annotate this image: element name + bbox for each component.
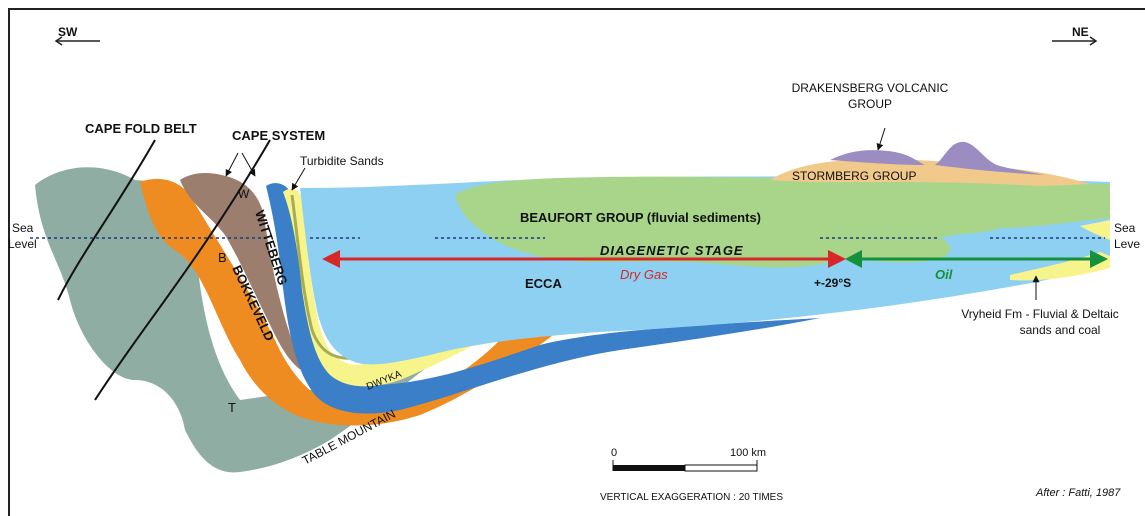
vertical-exaggeration-note: VERTICAL EXAGGERATION : 20 TIMES [600, 492, 783, 503]
scale-bar-start: 0 [611, 447, 617, 459]
oil-label: Oil [935, 267, 953, 282]
drakensberg-volcanic-layer-2 [935, 141, 1045, 175]
dry-gas-label: Dry Gas [620, 267, 668, 282]
sea-level-left-line1: Sea [12, 221, 34, 235]
turbidite-sands-label: Turbidite Sands [300, 154, 384, 168]
diagenetic-stage-label: DIAGENETIC STAGE [600, 243, 744, 258]
sea-level-right-line1: Sea [1114, 221, 1136, 235]
stormberg-label: STORMBERG GROUP [792, 169, 916, 183]
fault-line-2 [94, 139, 271, 401]
vryheid-label-line1: Vryheid Fm - Fluvial & Deltaic [961, 307, 1119, 321]
drakensberg-leader [876, 127, 886, 151]
turbidite-leader [291, 167, 306, 191]
stormberg-group-layer [770, 159, 1090, 186]
beaufort-group-layer [455, 176, 1110, 268]
drakensberg-label-line2: GROUP [848, 97, 892, 111]
oil-arrow-head-right [1090, 250, 1108, 268]
ne-label: NE [1072, 25, 1089, 39]
cape-system-label: CAPE SYSTEM [232, 128, 325, 143]
beaufort-label: BEAUFORT GROUP (fluvial sediments) [520, 210, 761, 225]
oil-arrow-head-left [845, 250, 862, 268]
bokkeveld-layer [140, 178, 560, 426]
ecca-label: ECCA [525, 276, 562, 291]
sw-label: SW [58, 25, 78, 39]
vryheid-sands-lens-2 [1080, 220, 1110, 240]
sea-level-left-line2: Level [8, 237, 37, 251]
sw-direction-arrow: SW [54, 25, 100, 46]
table-mountain-abbrev: T [228, 400, 236, 415]
scale-bar-end: 100 km [730, 447, 766, 459]
dry-gas-arrow-head-left [322, 250, 340, 268]
bokkeveld-abbrev: B [218, 250, 227, 265]
latitude-label: +-29°S [814, 276, 851, 290]
vryheid-label-line2: sands and coal [1020, 323, 1101, 337]
fault-line-1 [57, 139, 156, 301]
scale-bar: 0 100 km [611, 447, 766, 472]
cape-fold-belt-label: CAPE FOLD BELT [85, 121, 197, 136]
dry-gas-arrow-head-right [828, 250, 846, 268]
witteberg-layer [180, 173, 305, 372]
sea-level-right-line2: Leve [1114, 237, 1140, 251]
cape-system-leader-2 [241, 152, 256, 177]
witteberg-abbrev: W [238, 187, 250, 201]
drakensberg-label-line1: DRAKENSBERG VOLCANIC [792, 81, 949, 95]
cape-system-leader [225, 152, 239, 177]
dwyka-layer [266, 183, 820, 414]
credit-note: After : Fatti, 1987 [1035, 487, 1121, 499]
drakensberg-volcanic-layer [830, 150, 925, 165]
ne-direction-arrow: NE [1052, 25, 1098, 46]
figure-frame [8, 8, 1145, 516]
